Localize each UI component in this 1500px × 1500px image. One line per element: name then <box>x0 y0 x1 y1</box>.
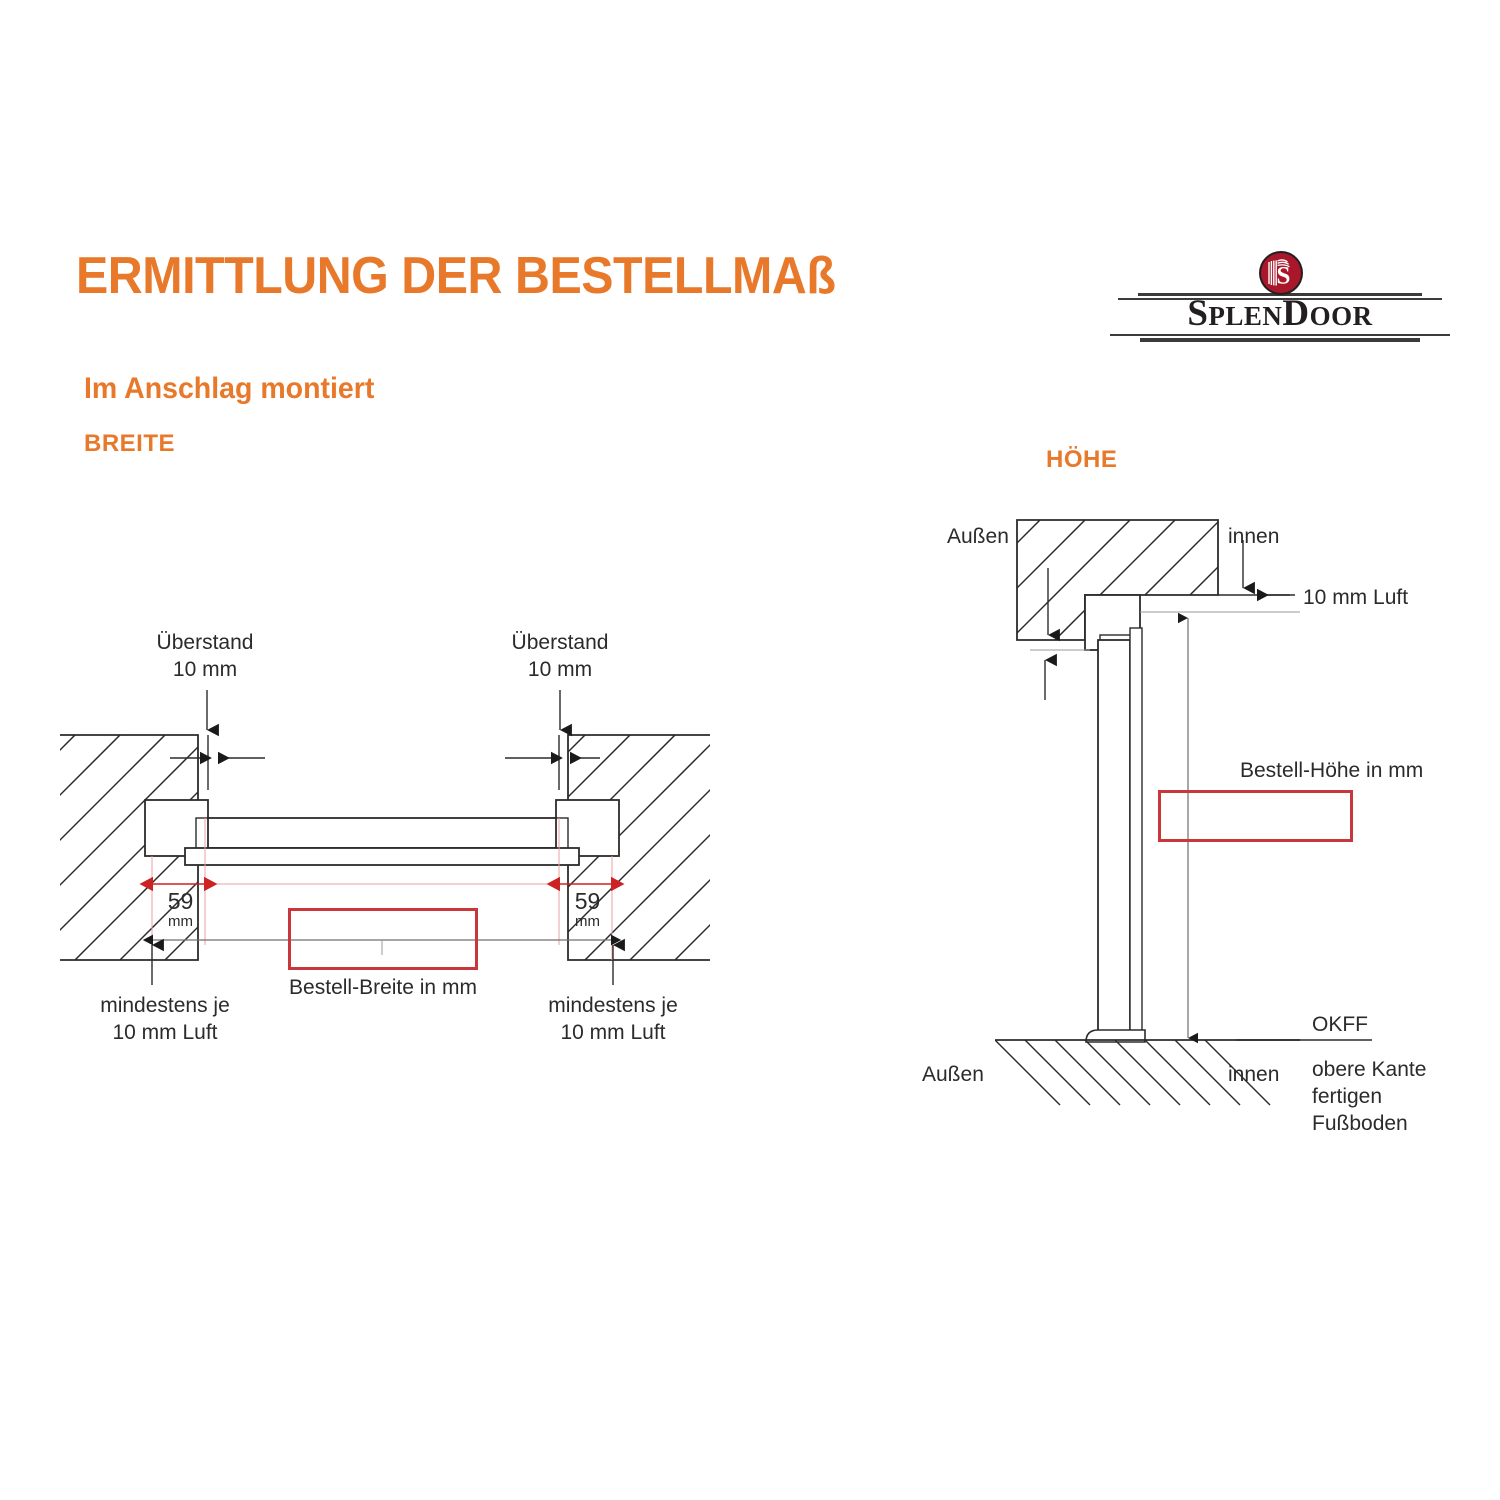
logo-rule-bottom-thin <box>1110 334 1450 336</box>
svg-text:S: S <box>1277 263 1291 290</box>
right-door-frame <box>553 799 620 857</box>
door-leaf-vertical <box>1085 627 1146 1043</box>
luft-right-label: mindestens je 10 mm Luft <box>548 994 678 1044</box>
okff-description: obere Kante fertigen Fußboden <box>1312 1058 1427 1135</box>
air-gap-annotation <box>1218 540 1295 602</box>
ueberstand-left-annotation <box>170 690 265 790</box>
air-gap-label: 10 mm Luft <box>1303 586 1409 609</box>
bestell-hoehe-label: Bestell-Höhe in mm <box>1240 759 1424 782</box>
aussen-top-label: Außen <box>947 525 1009 548</box>
bestell-breite-input[interactable] <box>288 908 478 970</box>
breite-heading: BREITE <box>84 430 176 457</box>
head-depth-arrows <box>1044 568 1060 700</box>
hoehe-heading: HÖHE <box>1046 446 1118 473</box>
subtitle: Im Anschlag montiert <box>84 372 375 405</box>
left-door-frame <box>144 799 211 857</box>
innen-bottom-label: innen <box>1228 1063 1280 1086</box>
okff-label: OKFF <box>1312 1013 1368 1036</box>
ueberstand-right-label: Überstand 10 mm <box>511 631 609 681</box>
logo-rule-top-thin <box>1118 298 1442 300</box>
bestell-hoehe-input[interactable] <box>1158 790 1353 842</box>
door-leaf <box>184 817 580 866</box>
splendoor-logo: S SPLENDOOR <box>1110 250 1450 350</box>
logo-badge-icon: S <box>1259 251 1303 295</box>
page-title: ERMITTLUNG DER BESTELLMAß <box>76 247 836 305</box>
luft-left-label: mindestens je 10 mm Luft <box>100 994 230 1044</box>
logo-rule-bottom-thick <box>1140 338 1420 342</box>
lintel-extension-lines <box>1030 611 1300 651</box>
bestell-breite-label: Bestell-Breite in mm <box>289 976 477 999</box>
aussen-bottom-label: Außen <box>922 1063 984 1086</box>
logo-wordmark: SPLENDOOR <box>1187 293 1373 334</box>
ueberstand-left-label: Überstand 10 mm <box>156 631 254 681</box>
innen-top-label: innen <box>1228 525 1280 548</box>
ueberstand-right-annotation <box>505 690 600 790</box>
